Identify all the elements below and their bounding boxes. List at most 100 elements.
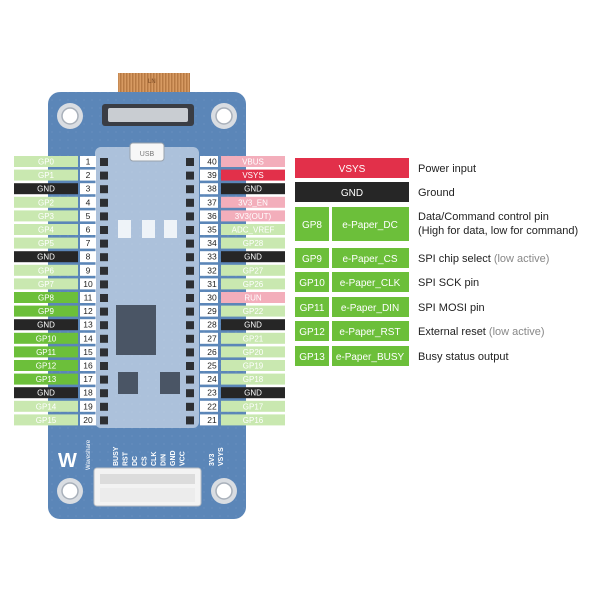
pin-badge — [14, 169, 78, 181]
usb-port — [129, 142, 165, 162]
legend-gp-badge — [295, 207, 329, 241]
legend-func-label: e-Paper_DIN — [341, 303, 399, 314]
pin-badge — [14, 156, 78, 167]
header-pin — [100, 294, 108, 302]
legend-func-badge — [332, 321, 409, 341]
header-pin — [186, 321, 194, 330]
pin-num-box — [200, 360, 218, 371]
pin-number: 6 — [86, 225, 91, 235]
pin-number: 20 — [83, 415, 93, 425]
pin-badge — [221, 278, 285, 290]
chip — [118, 220, 131, 238]
bottom-pin-label: VCC — [180, 451, 187, 466]
legend-func-badge — [332, 207, 409, 241]
legend-gp-badge — [295, 272, 329, 292]
legend-description: Power input — [418, 163, 476, 175]
bottom-connector — [93, 467, 202, 507]
pin-number: 36 — [207, 211, 217, 221]
pin-number: 28 — [207, 320, 217, 330]
legend-gp-badge — [295, 248, 329, 268]
pin-num-box — [200, 224, 218, 235]
pin-badge — [221, 251, 285, 263]
pin-number: 1 — [86, 157, 91, 167]
pin-num-box — [80, 360, 96, 371]
pin-label: GND — [244, 253, 262, 262]
pin-label: GP28 — [243, 239, 264, 248]
bottom-pin-label: VSYS — [218, 447, 225, 466]
pin-number: 38 — [207, 184, 217, 194]
pin-number: 27 — [207, 333, 217, 343]
pin-number: 8 — [86, 252, 91, 262]
pin-badge — [221, 400, 285, 412]
pin-num-box — [80, 305, 96, 317]
pin-num-box — [80, 224, 96, 235]
header-pin — [100, 198, 108, 207]
legend-sub: (low active) — [494, 253, 550, 265]
pin-number: 5 — [86, 211, 91, 221]
legend-description: Ground — [418, 187, 455, 199]
header-pin — [186, 416, 194, 425]
legend-func-label: e-Paper_RST — [339, 327, 400, 338]
brand-text: Waveshare — [86, 439, 92, 470]
pin-num-box — [200, 346, 218, 358]
usb-label: USB — [140, 151, 155, 158]
pin-badge — [14, 346, 78, 358]
legend-pin-label: VSYS — [339, 164, 366, 175]
pin-num-box — [200, 169, 218, 181]
legend-gp-badge — [295, 346, 329, 366]
pin-num-box — [200, 156, 218, 167]
pin-badge — [14, 387, 78, 399]
header-pin — [100, 402, 108, 411]
pin-num-box — [200, 387, 218, 399]
pin-label: GP27 — [243, 266, 264, 275]
pin-badge — [14, 305, 78, 317]
pin-number: 3 — [86, 184, 91, 194]
legend-gp-label: GP10 — [299, 278, 325, 289]
pin-number: 21 — [207, 415, 217, 425]
header-pin — [186, 253, 194, 262]
pin-label: GP11 — [36, 348, 56, 357]
legend-description: External reset (low active) — [418, 326, 545, 338]
pin-badge — [221, 264, 285, 276]
header-pin — [100, 158, 108, 166]
pin-label: GP22 — [243, 307, 264, 316]
pin-num-box — [80, 237, 96, 249]
header-pin — [100, 362, 108, 370]
legend-description: SPI chip select (low active) — [418, 253, 549, 265]
pin-label: GP5 — [38, 239, 55, 248]
pin-num-box — [200, 251, 218, 263]
header-pin — [186, 280, 194, 289]
legend-pin-badge — [295, 182, 409, 202]
header-pin — [186, 334, 194, 343]
pin-num-box — [80, 278, 96, 290]
pin-num-box — [200, 305, 218, 317]
pin-number: 22 — [207, 401, 217, 411]
mount-hole — [57, 478, 83, 504]
pin-label: GP7 — [38, 280, 55, 289]
pin-badge — [221, 156, 285, 167]
pin-badge — [221, 169, 285, 181]
pin-number: 17 — [83, 374, 93, 384]
bottom-pin-label: CS — [142, 456, 149, 466]
pin-label: GP15 — [36, 416, 57, 425]
header-pin — [186, 212, 194, 221]
pin-label: 3V3_EN — [238, 198, 268, 207]
pin-badge — [221, 346, 285, 358]
